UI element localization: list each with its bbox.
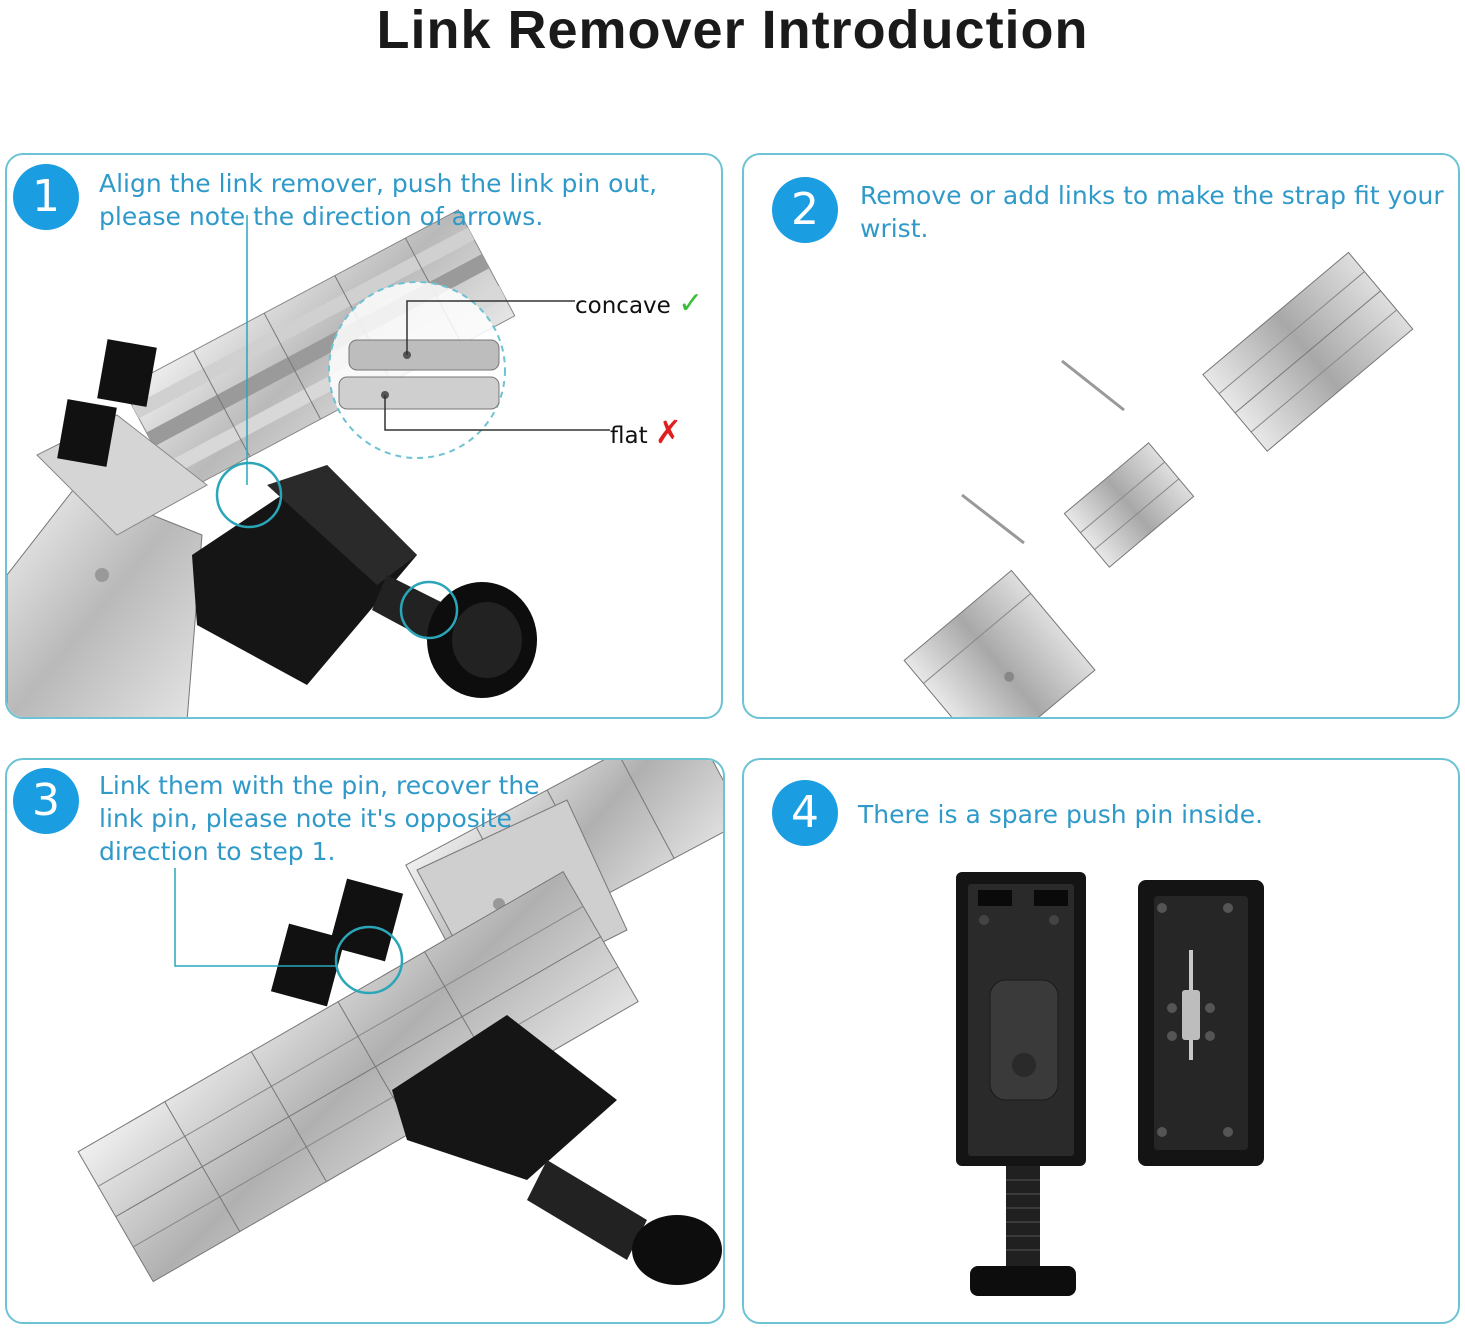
checkmark-icon: ✓ (678, 286, 704, 321)
step-4-badge: 4 (772, 780, 838, 846)
step-1-panel: 1 Align the link remover, push the link … (5, 153, 723, 719)
step-2-badge: 2 (772, 177, 838, 243)
flat-label: flat ✗ (610, 413, 682, 451)
remove-links-illustration (903, 251, 1414, 717)
concave-label: concave ✓ (575, 286, 703, 321)
concave-label-text: concave (575, 293, 671, 319)
step-2-caption: Remove or add links to make the strap fi… (860, 181, 1444, 243)
spare-push-pin-illustration (956, 872, 1264, 1296)
step-1-caption: Align the link remover, push the link pi… (99, 169, 658, 231)
step-3-panel: 3 Link them with the pin, recover the li… (5, 758, 725, 1324)
link-pin-recover-illustration (77, 760, 723, 1285)
step-1-badge: 1 (13, 164, 79, 230)
page-title: Link Remover Introduction (376, 0, 1089, 60)
link-remover-push-illustration (7, 209, 610, 717)
step-4-panel: 4 There is a spare push pin inside. (742, 758, 1460, 1324)
step-3-caption: Link them with the pin, recover the link… (99, 771, 540, 866)
step-4-caption: There is a spare push pin inside. (858, 800, 1264, 829)
step-3-badge: 3 (13, 768, 79, 834)
flat-label-text: flat (610, 423, 648, 449)
step-2-panel: 2 Remove or add links to make the strap … (742, 153, 1460, 719)
x-icon: ✗ (654, 413, 682, 451)
